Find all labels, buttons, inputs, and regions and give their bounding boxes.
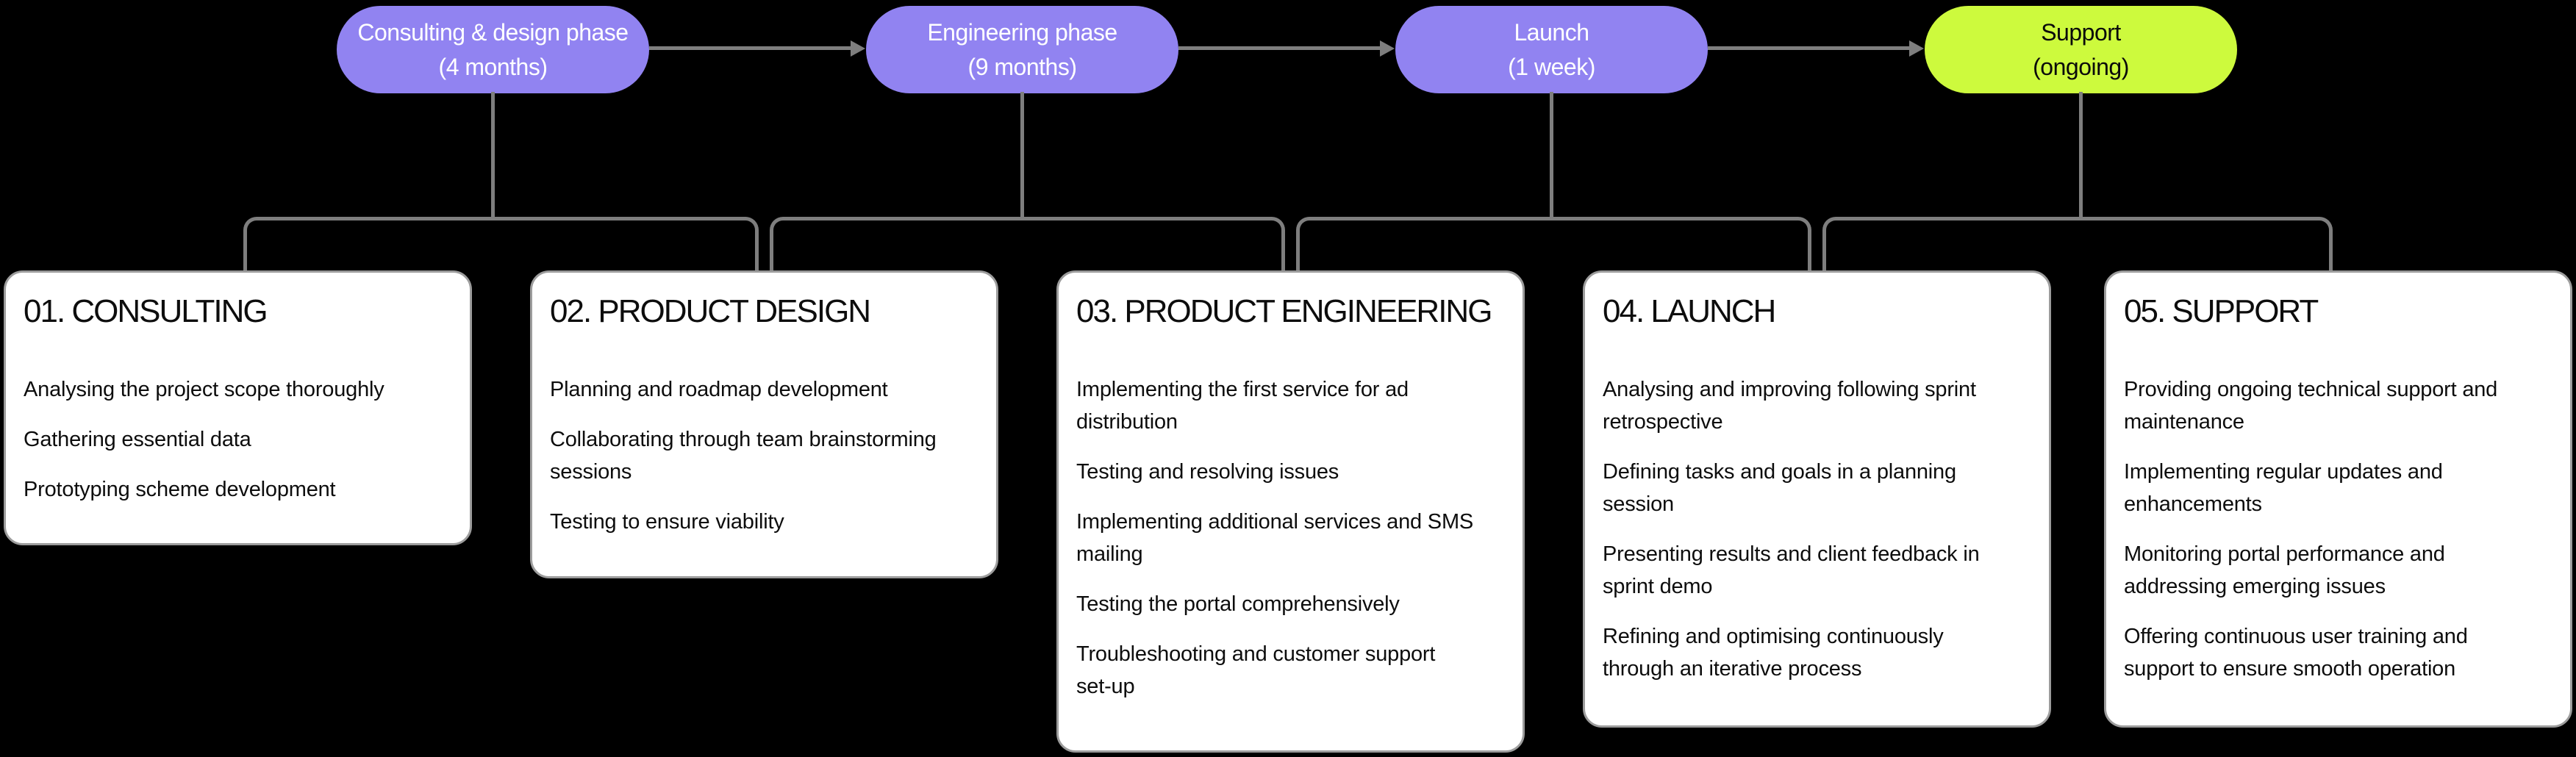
arrow-right-icon — [1380, 40, 1395, 57]
phase-card-3: 03. PRODUCT ENGINEERING Implementing the … — [1056, 270, 1525, 753]
connector-bracket — [1822, 217, 2333, 270]
card-item-list: Implementing the first service for ad di… — [1076, 373, 1505, 703]
card-item: Gathering essential data — [24, 427, 251, 451]
card-item-list: Analysing and improving following sprint… — [1603, 373, 2031, 685]
connector-stem — [1020, 92, 1024, 218]
phase-pill-4: Support (ongoing) — [1925, 6, 2237, 93]
card-item: Implementing additional services and SMS… — [1076, 509, 1474, 566]
card-item: Presenting results and client feedback i… — [1603, 542, 1980, 598]
phase-pill-3: Launch (1 week) — [1395, 6, 1708, 93]
card-item: Implementing regular updates and enhance… — [2124, 459, 2443, 516]
card-title: 05. SUPPORT — [2124, 293, 2319, 329]
phase-card-5: 05. SUPPORT Providing ongoing technical s… — [2104, 270, 2572, 728]
card-title: 01. CONSULTING — [24, 293, 268, 329]
card-item: Implementing the first service for ad di… — [1076, 377, 1409, 434]
card-title: 03. PRODUCT ENGINEERING — [1076, 293, 1492, 329]
connector-stem — [491, 92, 495, 218]
flow-arrow — [1178, 46, 1384, 50]
phase-pill-2: Engineering phase (9 months) — [866, 6, 1178, 93]
connector-stem — [2079, 92, 2083, 218]
card-item: Providing ongoing technical support and … — [2124, 377, 2498, 434]
card-item: Offering continuous user training and su… — [2124, 624, 2468, 681]
phase-pill-label: Consulting & design phase — [357, 18, 629, 46]
card-title: 02. PRODUCT DESIGN — [550, 293, 871, 329]
card-item: Defining tasks and goals in a planning s… — [1603, 459, 1956, 516]
phase-pill-label: Engineering phase — [927, 18, 1117, 46]
flow-arrow — [649, 46, 854, 50]
card-item: Testing to ensure viability — [550, 509, 784, 534]
phase-pill-label: Launch — [1514, 18, 1589, 46]
phase-card-2: 02. PRODUCT DESIGN Planning and roadmap d… — [530, 270, 998, 578]
card-item: Testing and resolving issues — [1076, 459, 1339, 484]
card-item: Analysing the project scope thoroughly — [24, 377, 384, 401]
card-item: Collaborating through team brainstorming… — [550, 427, 937, 484]
flow-arrow — [1708, 46, 1913, 50]
card-item: Prototyping scheme development — [24, 477, 336, 501]
card-item-list: Providing ongoing technical support and … — [2124, 373, 2552, 685]
phase-pill-duration: (4 months) — [438, 53, 548, 80]
phase-card-1: 01. CONSULTING Analysing the project scop… — [4, 270, 472, 545]
connector-stem — [1550, 92, 1553, 218]
connector-bracket — [769, 217, 1285, 270]
connector-bracket — [1295, 217, 1811, 270]
phase-pill-duration: (ongoing) — [2033, 53, 2129, 80]
connector-bracket — [243, 217, 759, 270]
card-item: Refining and optimising continuously thr… — [1603, 624, 1944, 681]
arrow-right-icon — [1909, 40, 1924, 57]
phase-pill-duration: (1 week) — [1508, 53, 1595, 80]
phase-card-4: 04. LAUNCH Analysing and improving follow… — [1583, 270, 2051, 728]
phase-pill-label: Support — [2041, 18, 2121, 46]
card-item: Planning and roadmap development — [550, 377, 888, 401]
card-item: Troubleshooting and customer support set… — [1076, 642, 1436, 698]
phase-pill-duration: (9 months) — [967, 53, 1077, 80]
card-title: 04. LAUNCH — [1603, 293, 1776, 329]
card-item: Analysing and improving following sprint… — [1603, 377, 1976, 434]
arrow-right-icon — [851, 40, 865, 57]
card-item: Testing the portal comprehensively — [1076, 592, 1400, 616]
phase-pill-1: Consulting & design phase (4 months) — [337, 6, 649, 93]
card-item: Monitoring portal performance and addres… — [2124, 542, 2445, 598]
